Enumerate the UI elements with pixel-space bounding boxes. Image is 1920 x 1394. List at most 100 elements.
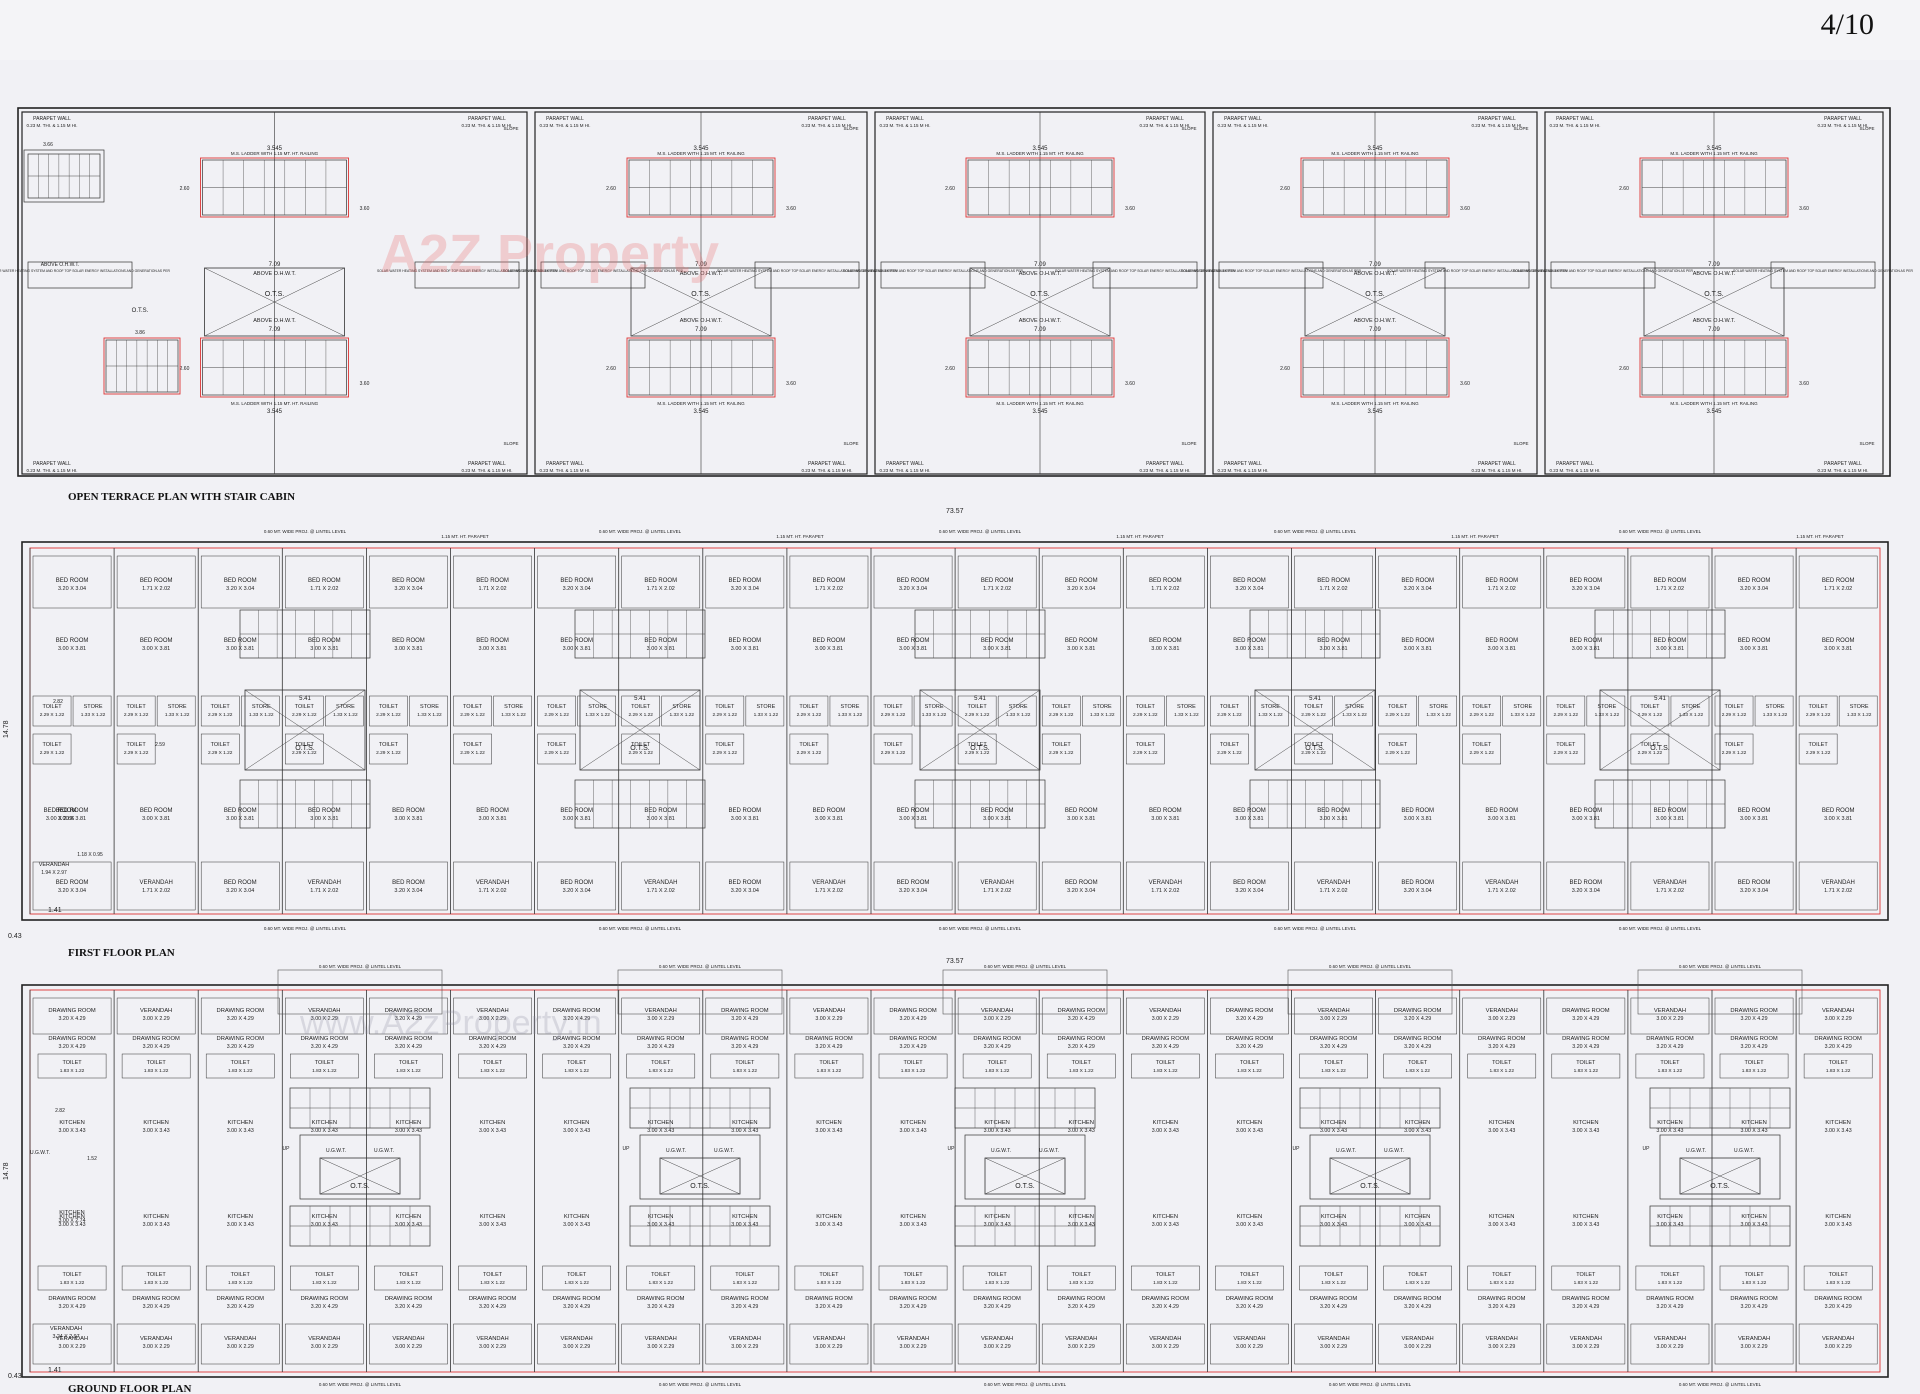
store-label: STORE [925, 704, 944, 710]
toilet-dim: 1.83 X 1.22 [1742, 1280, 1767, 1286]
verandah-label: VERANDAH [1317, 1008, 1349, 1014]
bedroom-label: BED ROOM [1317, 808, 1350, 814]
toilet-label: TOILET [1556, 742, 1576, 748]
store-box [72, 695, 112, 727]
toilet-dim: 1.83 X 1.22 [648, 1068, 673, 1074]
store-dim: 1.33 X 1.22 [1847, 712, 1872, 718]
toilet-label: TOILET [1072, 1272, 1092, 1278]
first-stair-top [239, 609, 371, 659]
drawing-room-label: DRAWING ROOM [1478, 1296, 1526, 1302]
drawing-room-dim: 3.20 X 4.29 [1656, 1304, 1683, 1310]
verandah-top [957, 997, 1037, 1035]
drawing-room-dim: 3.20 X 4.29 [563, 1044, 590, 1050]
toilet-label: TOILET [968, 704, 988, 710]
store-dim: 1.33 X 1.22 [1258, 712, 1283, 718]
verandah-bottom [789, 1323, 869, 1365]
stair-cabin-bottom [967, 339, 1113, 396]
kitchen-label: KITCHEN [648, 1120, 673, 1126]
bedroom-label: BED ROOM [1654, 808, 1687, 814]
verandah-dim: 3.20 X 4.29 [731, 1016, 758, 1022]
kitchen-dim: 3.00 X 3.43 [1068, 1222, 1095, 1228]
toilet-label: TOILET [988, 1060, 1008, 1066]
bedroom-label: BED ROOM [1065, 880, 1098, 886]
above-ohwt-top: ABOVE O.H.W.T. [1354, 271, 1397, 277]
watermark-brand: A2Z Property [380, 224, 719, 284]
ground-ots-label: O.T.S. [1710, 1183, 1730, 1190]
bedroom-top [1462, 555, 1542, 609]
ugwt-left: U.G.W.T. [1336, 1148, 1356, 1154]
toilet-label: TOILET [463, 742, 483, 748]
kitchen-label: KITCHEN [1069, 1214, 1094, 1220]
store-box [1166, 695, 1205, 727]
stair-cabin-top [1302, 159, 1448, 216]
bedroom-label: VERANDAH [139, 880, 172, 886]
toilet-box-2 [205, 1265, 275, 1291]
drawing-room-label: DRAWING ROOM [132, 1296, 180, 1302]
ots-box [630, 267, 772, 337]
dim-height-bottom: 2.60 [1619, 366, 1629, 372]
drawing-room-dim: 3.20 X 4.29 [899, 1304, 926, 1310]
kitchen-label: KITCHEN [312, 1214, 337, 1220]
bedroom-label: BED ROOM [1570, 638, 1603, 644]
verandah-dim: 3.20 X 4.29 [1404, 1016, 1431, 1022]
store-label: STORE [1682, 704, 1701, 710]
parapet-spec: 0.23 M. THI. & 1.15 M HI. [1140, 123, 1191, 128]
bedroom-dim: 3.00 X 3.81 [1824, 646, 1852, 652]
bedroom-dim: 3.00 X 3.81 [983, 646, 1011, 652]
drawing-room-label: DRAWING ROOM [1814, 1036, 1862, 1042]
first-ots-label: O.T.S. [630, 745, 650, 752]
bedroom-label: BED ROOM [897, 638, 930, 644]
toilet-dim: 2.29 X 1.22 [1385, 712, 1410, 718]
verandah-top [537, 997, 616, 1035]
verandah-label: VERANDAH [1149, 1336, 1181, 1342]
ground-ots-cross [1329, 1157, 1411, 1195]
toilet-label: TOILET [147, 1060, 167, 1066]
verandah-label: VERANDAH [1822, 1336, 1854, 1342]
toilet-dim: 2.29 X 1.22 [628, 750, 653, 756]
end-toilet-dim: 1.18 X 0.95 [77, 852, 103, 858]
verandah-label: VERANDAH [476, 1336, 508, 1342]
dim-width-bottom: 3.545 [693, 409, 709, 415]
store-dim: 1.33 X 1.22 [1342, 712, 1367, 718]
toilet-dim: 1.83 X 1.22 [985, 1068, 1010, 1074]
drawing-room-dim: 3.20 X 4.29 [1152, 1044, 1179, 1050]
toilet-dim: 2.29 X 1.22 [460, 712, 485, 718]
bedroom-label: BED ROOM [392, 808, 425, 814]
first-ots-cross [919, 689, 1041, 771]
end-bedroom-dim: 3.00 X 2.86 [46, 816, 74, 822]
ground-proj-top: 0.60 MT. WIDE PROJ. @ LINTEL LEVEL [1329, 964, 1412, 969]
store-label: STORE [1009, 704, 1028, 710]
bedroom-bottom [1126, 861, 1205, 911]
bedroom-label: BED ROOM [140, 638, 173, 644]
kitchen-label: KITCHEN [143, 1214, 168, 1220]
toilet-dim: 2.29 X 1.22 [208, 712, 233, 718]
terrace-ots: O.T.S. [265, 291, 285, 298]
store-label: STORE [1429, 704, 1448, 710]
bedroom-top [453, 555, 532, 609]
bedroom-dim: 1.71 X 2.02 [142, 586, 170, 592]
ots-diagonal [244, 689, 366, 771]
verandah-label: VERANDAH [140, 1336, 172, 1342]
first-parapet-top: 1.15 MT. HT. PARAPET [441, 534, 488, 539]
toilet-label: TOILET [547, 742, 567, 748]
solar-note-text: SOLAR WATER HEATING SYSTEM AND ROOF TOP … [1181, 269, 1362, 273]
store-dim: 1.33 X 1.22 [754, 712, 779, 718]
bedroom-label: BED ROOM [1485, 638, 1518, 644]
toilet-box-2 [710, 1265, 780, 1291]
toilet-label: TOILET [127, 704, 147, 710]
parapet-spec: 0.23 M. THI. & 1.15 M HI. [1818, 123, 1869, 128]
bedroom-label: BED ROOM [813, 578, 846, 584]
toilet-dim: 2.29 X 1.22 [965, 750, 990, 756]
drawing-room-label: DRAWING ROOM [1394, 1296, 1442, 1302]
toilet-box-2 [458, 1265, 527, 1291]
verandah-bottom [957, 1323, 1037, 1365]
bedroom-label: BED ROOM [897, 808, 930, 814]
store-dim: 1.33 X 1.22 [670, 712, 695, 718]
bedroom-dim: 3.00 X 3.81 [815, 646, 843, 652]
